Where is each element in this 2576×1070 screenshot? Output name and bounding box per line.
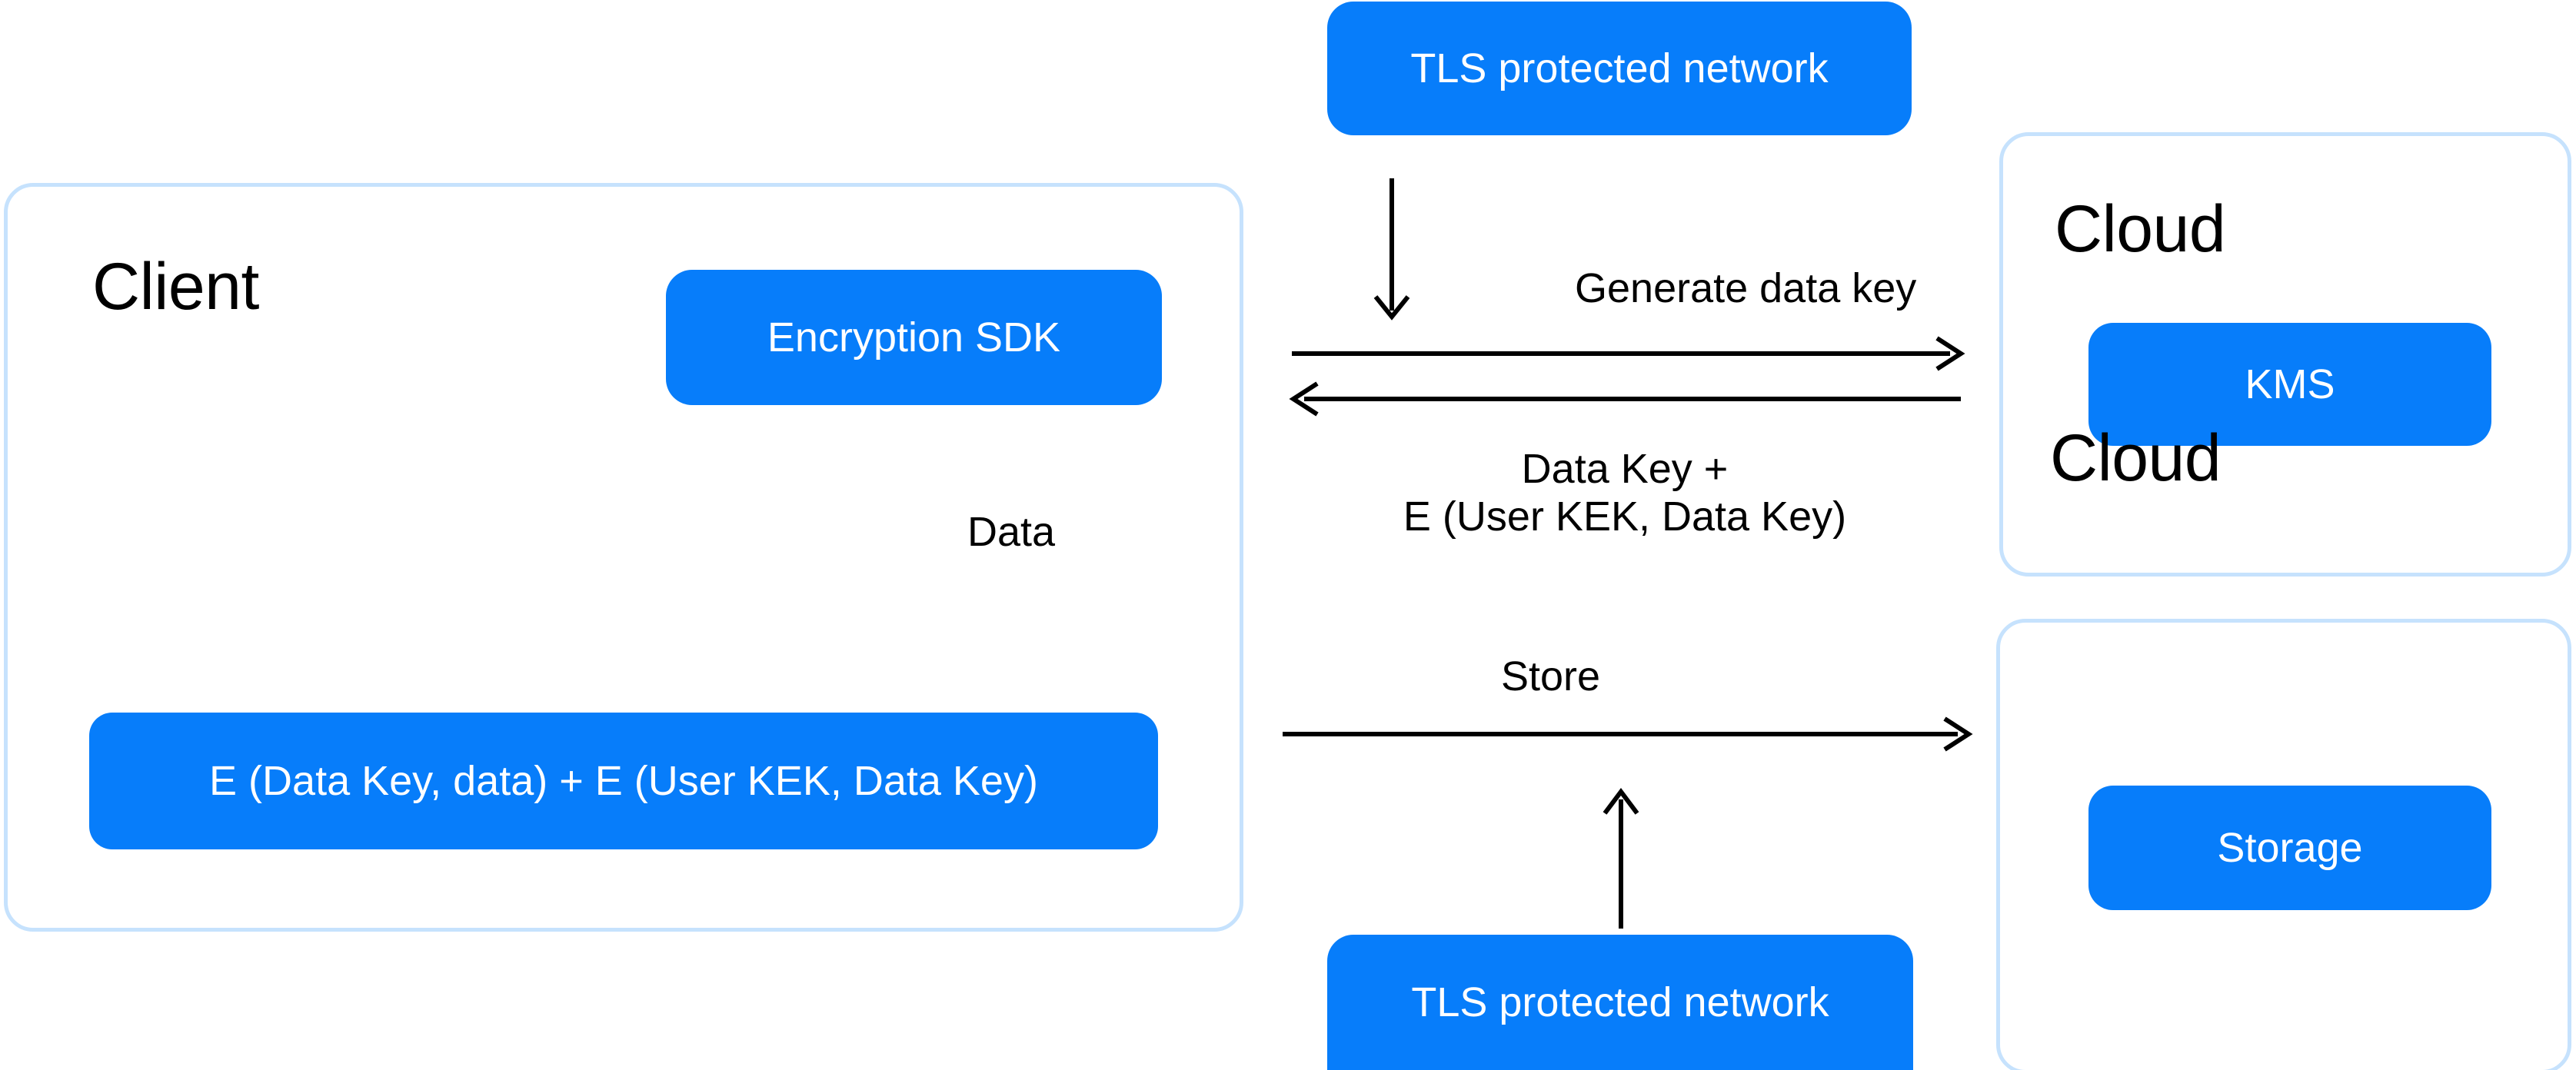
data-key-reply-edge-label: Data Key + E (User KEK, Data Key) <box>1403 446 1847 540</box>
arrow-generate-data-key <box>1292 336 1965 371</box>
cloud-storage-group-title: Cloud <box>2050 421 2222 495</box>
kms-node[interactable]: KMS <box>2088 323 2491 446</box>
storage-label: Storage <box>2217 824 2363 871</box>
encryption-sdk-node[interactable]: Encryption SDK <box>666 270 1162 405</box>
tls-bottom-label: TLS protected network <box>1411 979 1829 1025</box>
arrow-store <box>1283 716 1973 752</box>
encryption-sdk-label: Encryption SDK <box>767 314 1061 361</box>
tls-protected-network-top-node[interactable]: TLS protected network <box>1327 2 1912 135</box>
kms-label: KMS <box>2245 361 2335 407</box>
data-edge-label: Data <box>967 509 1056 555</box>
store-edge-label: Store <box>1501 653 1601 699</box>
client-group-title: Client <box>92 250 259 324</box>
tls-top-label: TLS protected network <box>1410 45 1829 91</box>
client-payload-node[interactable]: E (Data Key, data) + E (User KEK, Data K… <box>89 713 1158 849</box>
client-payload-label: E (Data Key, data) + E (User KEK, Data K… <box>209 757 1038 804</box>
generate-data-key-edge-label: Generate data key <box>1575 265 1917 311</box>
arrow-tls-top-link <box>1373 178 1410 321</box>
tls-protected-network-bottom-node[interactable]: TLS protected network <box>1327 935 1913 1070</box>
arrow-data-key-reply <box>1289 381 1961 417</box>
cloud-kms-group-title: Cloud <box>2055 192 2226 266</box>
arrow-tls-bottom-link <box>1603 788 1639 929</box>
storage-node[interactable]: Storage <box>2088 786 2491 910</box>
